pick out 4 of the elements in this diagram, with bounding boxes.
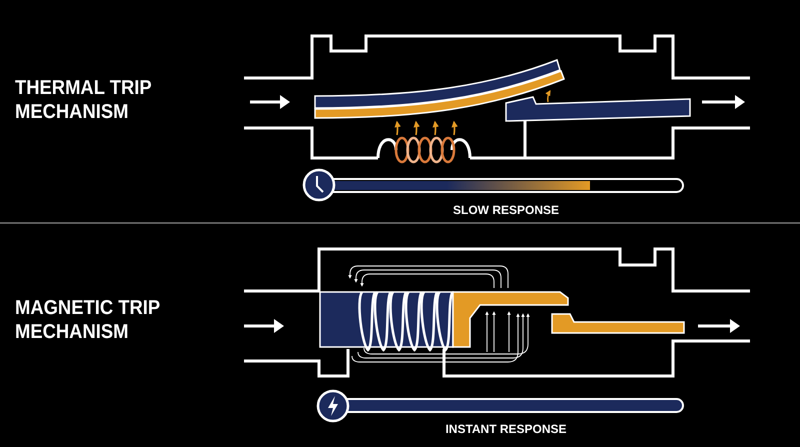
section-title: MAGNETIC TRIP MECHANISM: [15, 296, 161, 344]
response-label: INSTANT RESPONSE: [445, 422, 567, 436]
section-title: THERMAL TRIP MECHANISM: [15, 76, 152, 124]
response-label: SLOW RESPONSE: [453, 203, 559, 217]
